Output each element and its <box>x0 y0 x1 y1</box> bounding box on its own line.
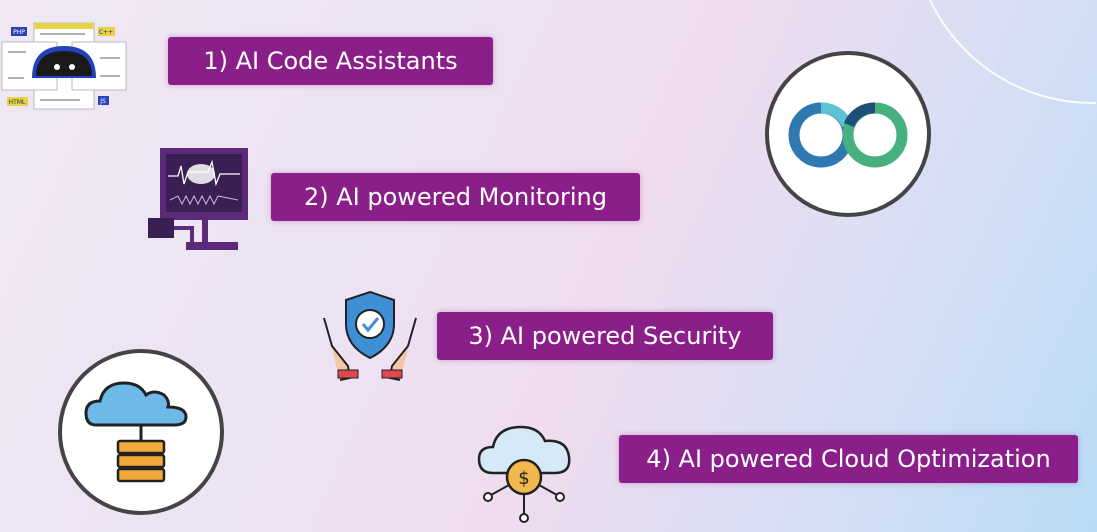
item-code-assistants: 1) AI Code Assistants <box>168 37 493 85</box>
php-tag: PHP <box>13 29 25 36</box>
robot-code-icon: PHP C++ HTML JS <box>1 22 127 110</box>
shield-hands-icon <box>323 290 417 381</box>
item-cloud-optimization: 4) AI powered Cloud Optimization <box>619 435 1078 483</box>
cpp-tag: C++ <box>99 29 113 36</box>
decorative-arc <box>929 0 1097 105</box>
brain-monitor-icon <box>148 148 248 250</box>
js-tag: JS <box>99 98 106 105</box>
devops-infinity-badge <box>765 51 931 217</box>
html-tag: HTML <box>9 99 26 106</box>
infinity-icon <box>788 102 908 168</box>
cloud-server-badge <box>58 349 224 515</box>
item-security: 3) AI powered Security <box>437 312 773 360</box>
cloud-dollar-icon: $ <box>477 425 571 523</box>
dollar-sign: $ <box>518 468 529 489</box>
cloud-server-icon <box>84 381 188 483</box>
item-monitoring: 2) AI powered Monitoring <box>271 173 640 221</box>
